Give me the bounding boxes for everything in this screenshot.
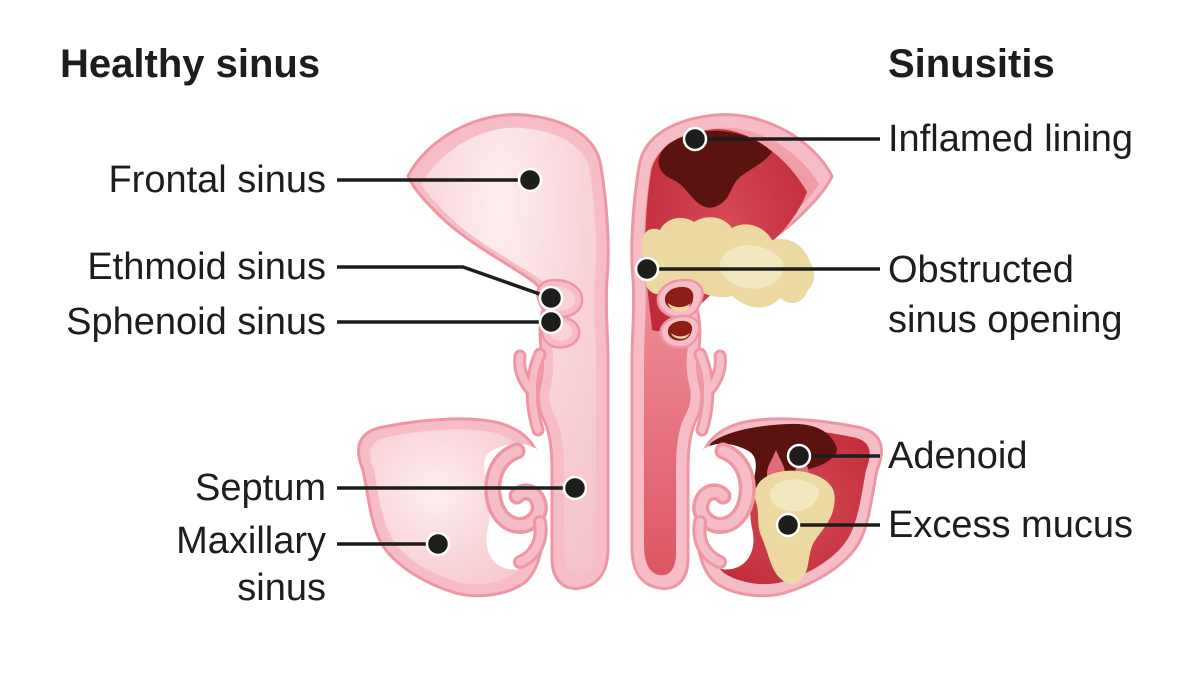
dot-sphenoid-sinus [538,309,564,335]
dot-frontal-sinus [517,167,543,193]
label-excess-mucus: Excess mucus [888,504,1133,546]
dot-ethmoid-sinus [538,285,564,311]
dot-obstructed-opening [634,256,660,282]
leader-dots [425,126,812,557]
sinusitis-title: Sinusitis [888,42,1055,86]
label-frontal-sinus: Frontal sinus [108,159,326,201]
dot-maxillary-sinus [425,531,451,557]
sinusitis-maxillary-mucus-highlight [770,479,820,512]
leader-lines [337,137,880,546]
label-maxillary-sinus: Maxillary sinus [176,520,326,609]
label-obstructed-sinus-opening: Obstructed sinus opening [888,249,1123,341]
sinusitis-sphenoid-mucus [671,333,690,339]
label-adenoid: Adenoid [888,435,1028,477]
healthy-sinus-title: Healthy sinus [60,42,321,86]
healthy-side-illustration [357,113,610,598]
sinusitis-side-illustration [630,113,883,598]
sinusitis-frontal-mucus-highlight [719,245,784,289]
dot-inflamed-lining [682,126,708,152]
sinusitis-ethmoid-mucus [668,303,691,312]
label-ethmoid-sinus: Ethmoid sinus [87,246,326,288]
dot-excess-mucus [775,512,801,538]
label-inflamed-lining: Inflamed lining [888,118,1134,160]
leader-line-ethmoid-sinus [337,265,552,300]
dot-septum [562,475,588,501]
label-septum: Septum [195,467,326,509]
label-sphenoid-sinus: Sphenoid sinus [66,301,326,343]
dot-adenoid [786,443,812,469]
sinusitis-inflamed-lining-dark [658,130,772,208]
